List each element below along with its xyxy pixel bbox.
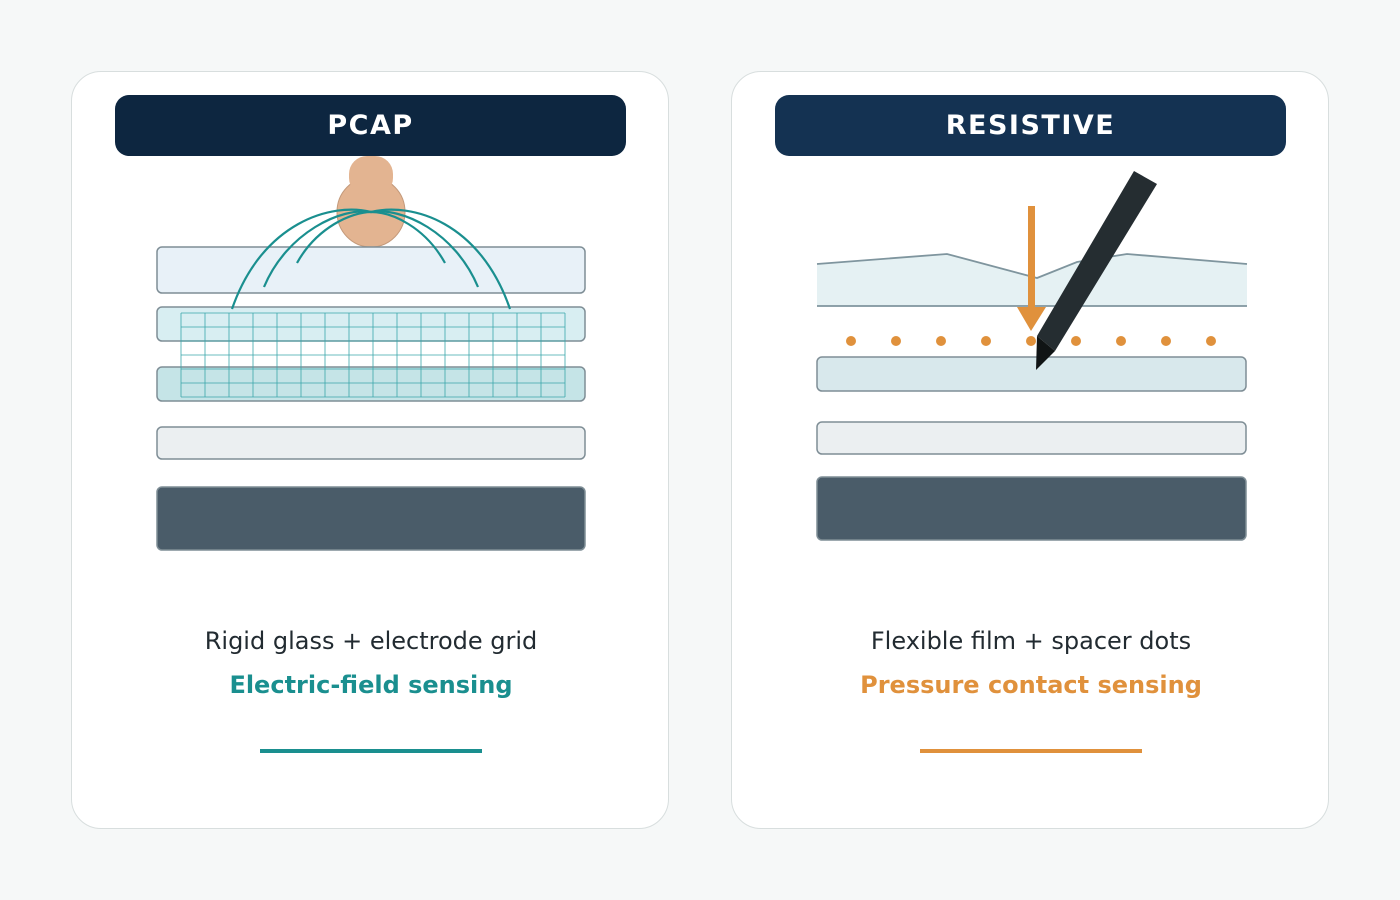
spacer-dot bbox=[1116, 336, 1126, 346]
cover-glass-layer bbox=[156, 246, 586, 294]
spacer-dot bbox=[936, 336, 946, 346]
spacer-dot bbox=[981, 336, 991, 346]
spacer-dot bbox=[1161, 336, 1171, 346]
spacer-dot bbox=[891, 336, 901, 346]
resistive-caption: Flexible film + spacer dots bbox=[870, 627, 1192, 655]
resistive-accent-rule bbox=[920, 749, 1142, 753]
base-layer bbox=[816, 476, 1247, 541]
electrode-layer-top bbox=[156, 306, 586, 342]
base-layer bbox=[156, 486, 586, 551]
pressure-arrow-icon bbox=[1017, 206, 1046, 331]
spacer-dots bbox=[846, 336, 1216, 346]
resistive-stack-diagram bbox=[816, 171, 1248, 541]
spacer-dot bbox=[1026, 336, 1036, 346]
bottom-conductive-layer bbox=[816, 356, 1247, 392]
electrode-layer-bottom bbox=[156, 366, 586, 402]
spacer-dot bbox=[1206, 336, 1216, 346]
pcap-accent-rule bbox=[260, 749, 482, 753]
display-layer bbox=[816, 421, 1247, 455]
electrode-grid bbox=[180, 312, 566, 398]
spacer-dot bbox=[846, 336, 856, 346]
resistive-header: RESISTIVE bbox=[775, 95, 1286, 156]
pcap-header: PCAP bbox=[115, 95, 626, 156]
spacer-dot bbox=[1071, 336, 1081, 346]
pcap-stack-diagram bbox=[156, 156, 586, 551]
pcap-caption: Rigid glass + electrode grid bbox=[204, 627, 538, 655]
finger-icon bbox=[336, 156, 406, 248]
resistive-card: RESISTIVE Flexible film + spacer dots Pr… bbox=[731, 71, 1329, 829]
pcap-sensing-label: Electric-field sensing bbox=[229, 671, 513, 699]
resistive-sensing-label: Pressure contact sensing bbox=[860, 671, 1202, 699]
display-layer bbox=[156, 426, 586, 460]
electric-field-lines bbox=[230, 208, 512, 310]
pcap-card: PCAP Rigid glass + electrode grid Electr… bbox=[71, 71, 669, 829]
stylus-icon bbox=[1036, 171, 1157, 370]
